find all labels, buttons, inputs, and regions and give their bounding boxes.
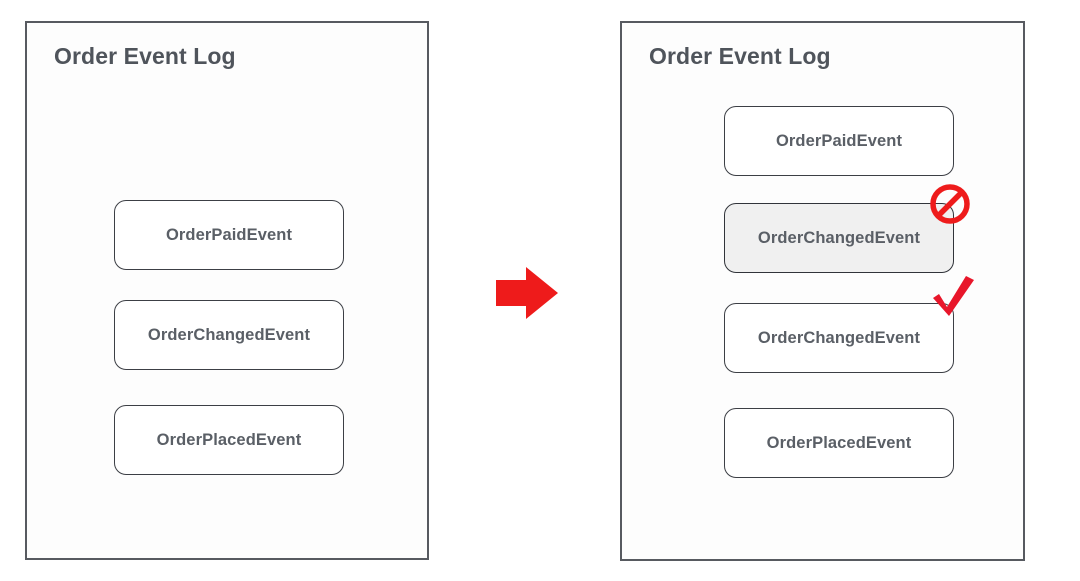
event-box-order-paid[interactable]: OrderPaidEvent <box>114 200 344 270</box>
event-label: OrderChangedEvent <box>757 228 921 247</box>
event-label: OrderPaidEvent <box>165 225 293 244</box>
event-box-order-changed-deprecated[interactable]: OrderChangedEvent <box>724 203 954 273</box>
check-mark-icon <box>933 276 974 316</box>
event-box-order-changed-accepted[interactable]: OrderChangedEvent <box>724 303 954 373</box>
event-label: OrderPlacedEvent <box>766 433 912 452</box>
before-panel: Order Event Log OrderPaidEvent OrderChan… <box>25 21 429 560</box>
event-label: OrderPaidEvent <box>775 131 903 150</box>
event-label: OrderChangedEvent <box>147 325 311 344</box>
after-panel-title: Order Event Log <box>649 43 831 69</box>
event-label: OrderPlacedEvent <box>156 430 302 449</box>
event-box-order-placed[interactable]: OrderPlacedEvent <box>724 408 954 478</box>
event-label: OrderChangedEvent <box>757 328 921 347</box>
event-box-order-changed[interactable]: OrderChangedEvent <box>114 300 344 370</box>
no-entry-icon <box>930 184 970 224</box>
event-box-order-paid[interactable]: OrderPaidEvent <box>724 106 954 176</box>
before-panel-title: Order Event Log <box>54 43 236 69</box>
right-arrow-icon <box>496 267 558 319</box>
event-box-order-placed[interactable]: OrderPlacedEvent <box>114 405 344 475</box>
